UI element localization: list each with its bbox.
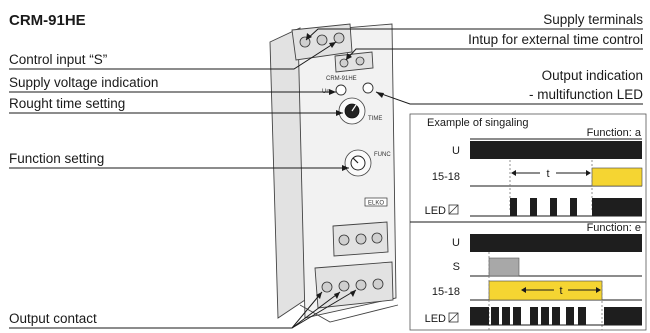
device-func-label: FUNC [374, 152, 391, 158]
function-e-led-pulse-6 [552, 307, 560, 325]
function-e-led-steady-2 [604, 307, 642, 325]
arrow-supply-voltage-indication [329, 89, 336, 95]
label-output-contact: Output contact [9, 311, 97, 326]
function-a-led-pulse-3 [550, 198, 557, 216]
supply-led [335, 84, 347, 96]
terminal-screw-a1 [299, 36, 311, 48]
function-e-led-steady-1 [470, 307, 489, 325]
label-supply-voltage-indication: Supply voltage indication [9, 75, 158, 90]
arrow-rough-time-setting [336, 110, 343, 116]
function-e-row-u: U [452, 237, 460, 249]
function-a-label: Function: a [587, 127, 642, 139]
terminal-screw-external-1 [339, 58, 349, 68]
device-model-label: CRM-91HE [326, 76, 357, 82]
function-e-led-icon [448, 312, 459, 323]
arrow-supply-terminals [306, 33, 312, 40]
arrow-external-time-control [346, 53, 352, 60]
arrow-output-contact-b [334, 292, 340, 299]
function-a-led-icon [448, 204, 459, 215]
leader-output-contact-b [291, 291, 341, 329]
timing-function-e: Function: e U S 15-18 t LED [410, 221, 646, 330]
arrow-output-indication [376, 92, 384, 98]
function-a-row-u: U [452, 145, 460, 157]
timing-function-a: Function: a U 15-18 t LED [425, 127, 643, 217]
function-a-led-pulse-1 [510, 198, 517, 216]
diagram-title: CRM-91HE [9, 12, 86, 29]
timing-panel: Example of singaling Function: a U 15-18… [409, 113, 647, 331]
function-a-output-on [591, 167, 643, 187]
output-screw-15 [321, 281, 333, 293]
terminal-screw-external-2 [355, 56, 365, 66]
function-a-t-arrowhead-left [511, 170, 516, 176]
function-e-led-pulse-7 [566, 307, 574, 325]
middle-screw-1 [338, 234, 350, 246]
label-rough-time-setting: Rought time setting [9, 96, 125, 111]
leader-output-contact-c [291, 289, 357, 329]
output-screw-extra [372, 278, 384, 290]
function-e-led-pulse-2 [502, 307, 510, 325]
function-e-label: Function: e [587, 222, 641, 234]
output-led [362, 82, 374, 94]
arrow-control-input [329, 42, 336, 48]
device-time-label: TIME [368, 116, 382, 122]
output-screw-16 [338, 280, 350, 292]
function-e-row-output: 15-18 [432, 286, 460, 298]
function-a-row-led: LED [425, 205, 446, 217]
function-knob-pointer [352, 157, 359, 164]
callouts: Supply terminals Intup for external time… [9, 12, 643, 329]
terminal-screw-a2 [316, 34, 328, 46]
device-brand-label: ELKO [368, 201, 384, 207]
label-multifunction-led: - multifunction LED [529, 87, 643, 102]
function-e-row-led: LED [425, 313, 446, 325]
function-e-led-pulse-1 [491, 307, 499, 325]
middle-screw-3 [371, 232, 383, 244]
function-e-s-pulse [488, 257, 520, 277]
function-a-led-steady [592, 198, 642, 216]
function-a-led-pulse-4 [570, 198, 577, 216]
brand-tag [364, 197, 388, 207]
leader-control-input [9, 41, 337, 70]
label-output-indication: Output indication [542, 68, 643, 83]
label-function-setting: Function setting [9, 151, 104, 166]
arrow-output-contact-c [350, 290, 356, 297]
function-e-row-s: S [453, 261, 460, 273]
device-bottom-clip [299, 304, 399, 323]
leader-output-indication [375, 91, 643, 105]
output-screw-18 [355, 279, 367, 291]
function-e-t-label: t [559, 285, 562, 297]
arrow-function-setting [342, 165, 349, 171]
function-e-t-arrowhead-right [596, 287, 601, 293]
function-e-led-pulse-5 [541, 307, 549, 325]
function-e-led-pulse-4 [530, 307, 538, 325]
function-a-u-signal [470, 141, 642, 159]
label-supply-terminals: Supply terminals [543, 12, 643, 27]
function-e-led-pulse-3 [513, 307, 521, 325]
label-control-input: Control input “S” [9, 52, 107, 67]
middle-screw-2 [355, 233, 367, 245]
terminal-screw-s [333, 32, 345, 44]
time-knob-pointer [351, 104, 357, 112]
function-e-u-signal [470, 234, 642, 252]
timing-title: Example of singaling [427, 117, 529, 129]
relay-device: CRM-91HE Un TIME FUNC ELKO [269, 23, 399, 323]
function-e-led-pulse-8 [578, 307, 586, 325]
function-a-row-output: 15-18 [432, 171, 460, 183]
function-a-t-arrowhead-right [586, 170, 591, 176]
arrow-output-contact-a [316, 292, 322, 299]
function-a-t-label: t [546, 168, 549, 180]
function-a-led-pulse-2 [530, 198, 537, 216]
function-e-t-arrowhead-left [521, 287, 526, 293]
label-external-time-control: Intup for external time control [468, 32, 643, 47]
